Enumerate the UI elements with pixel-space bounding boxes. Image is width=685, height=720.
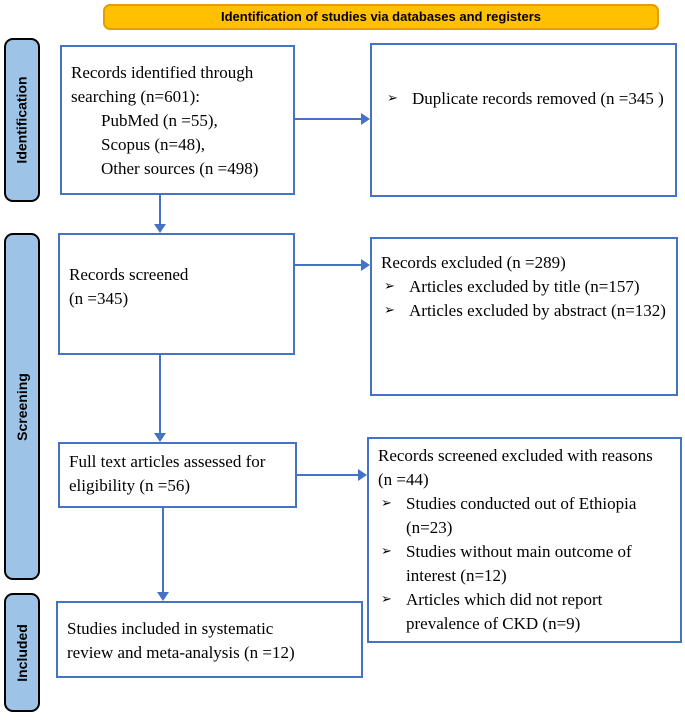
arrow-fulltext-to-included [162,508,164,593]
arrowhead-down-icon [154,433,166,442]
reason-no-main-outcome: Studies without main outcome of interest… [406,542,632,585]
arrowhead-right-icon [361,259,370,271]
bullet-item: ➢ Duplicate records removed (n =345 ) [384,87,667,111]
bullet-item: ➢ Articles excluded by abstract (n=132) [381,299,670,323]
records-excluded-title: Records excluded (n =289) [381,253,566,272]
arrow-bullet-icon: ➢ [384,303,395,318]
arrow-identified-to-screened [159,195,161,225]
box-duplicates-removed: ➢ Duplicate records removed (n =345 ) [370,43,677,197]
arrow-bullet-icon: ➢ [381,544,392,559]
box-studies-included: Studies included in systematic review an… [56,601,363,678]
banner-title: Identification of studies via databases … [103,4,659,30]
arrow-screened-to-excluded [295,264,362,266]
arrow-screened-to-fulltext [159,355,161,434]
arrowhead-right-icon [358,469,367,481]
source-pubmed: PubMed (n =55), [101,111,218,130]
arrow-bullet-icon: ➢ [387,91,398,106]
bullet-item: ➢ Studies conducted out of Ethiopia (n=2… [378,492,670,540]
source-other: Other sources (n =498) [101,159,259,178]
stage-label-screening: Screening [14,372,31,441]
box-records-screened: Records screened (n =345) [58,233,295,355]
arrow-fulltext-to-reasons [297,474,359,476]
arrowhead-right-icon [361,113,370,125]
records-identified-title: Records identified through searching (n=… [71,63,254,106]
box-records-excluded: Records excluded (n =289) ➢ Articles exc… [370,237,678,396]
bullet-item: ➢ Studies without main outcome of intere… [378,540,670,588]
reason-no-ckd-prevalence: Articles which did not report prevalence… [406,590,603,633]
arrowhead-down-icon [154,224,166,233]
reason-out-of-ethiopia: Studies conducted out of Ethiopia (n=23) [406,494,637,537]
source-scopus: Scopus (n=48), [101,135,206,154]
box-records-identified: Records identified through searching (n=… [60,45,295,195]
excluded-with-reasons-title: Records screened excluded with reasons (… [378,446,653,489]
records-screened-text: Records screened (n =345) [69,265,189,308]
stage-bar-screening: Screening [4,233,40,580]
stage-label-identification: Identification [14,76,30,164]
duplicates-removed-text: Duplicate records removed (n =345 ) [412,89,664,108]
bullet-item: ➢ Articles excluded by title (n=157) [381,275,670,299]
excluded-by-title-text: Articles excluded by title (n=157) [409,277,640,296]
stage-label-included: Included [14,623,30,682]
arrowhead-down-icon [157,592,169,601]
studies-included-text: Studies included in systematic review an… [67,619,295,662]
arrow-identified-to-duplicates [295,118,362,120]
fulltext-assessed-text: Full text articles assessed for eligibil… [69,452,266,495]
box-fulltext-assessed: Full text articles assessed for eligibil… [58,442,297,508]
arrow-bullet-icon: ➢ [384,279,395,294]
box-excluded-with-reasons: Records screened excluded with reasons (… [367,437,682,643]
stage-bar-included: Included [4,593,40,712]
excluded-by-abstract-text: Articles excluded by abstract (n=132) [409,301,666,320]
arrow-bullet-icon: ➢ [381,592,392,607]
stage-bar-identification: Identification [4,38,40,202]
arrow-bullet-icon: ➢ [381,496,392,511]
bullet-item: ➢ Articles which did not report prevalen… [378,588,670,636]
